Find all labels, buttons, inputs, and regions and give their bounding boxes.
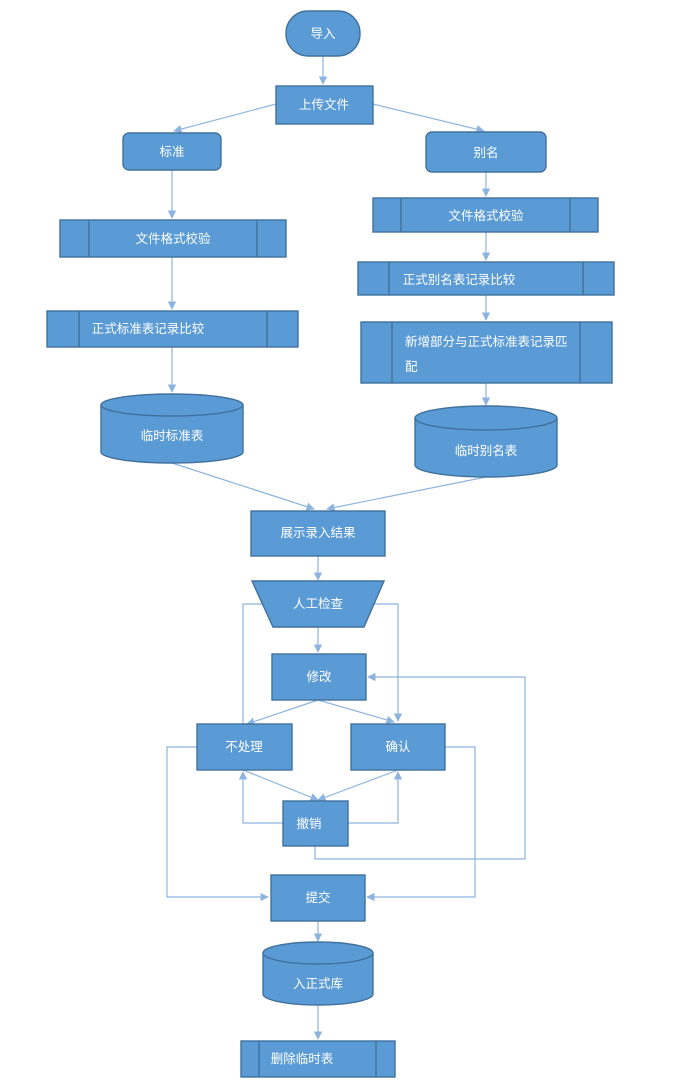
- node-alias-compare-label: 正式别名表记录比较: [403, 272, 516, 287]
- node-alias-match-label-line2: 配: [405, 359, 418, 374]
- edge-confirm-revoke: [317, 769, 399, 802]
- node-upload-label: 上传文件: [299, 97, 349, 112]
- node-manual-check[interactable]: 人工检查: [250, 580, 386, 628]
- edge-manual-noprocess: [238, 603, 262, 734]
- node-std-compare-label: 正式标准表记录比较: [92, 321, 205, 336]
- node-alias-format-check-label: 文件格式校验: [448, 208, 524, 223]
- node-std-compare[interactable]: 正式标准表记录比较: [46, 310, 299, 348]
- node-std-format-check-label: 文件格式校验: [135, 231, 211, 246]
- node-standard[interactable]: 标准: [122, 132, 222, 171]
- node-modify[interactable]: 修改: [271, 653, 367, 701]
- edge-modify-noprocess: [246, 699, 319, 726]
- edge-revoke-noprocess: [238, 771, 283, 824]
- node-modify-label: 修改: [306, 669, 332, 684]
- node-temp-alias[interactable]: 临时别名表: [414, 405, 558, 478]
- node-temp-standard-label: 临时标准表: [141, 428, 204, 443]
- node-no-process-label: 不处理: [225, 739, 263, 754]
- node-revoke-label: 撤销: [296, 816, 321, 831]
- edge-confirm-submit: [366, 746, 476, 902]
- edge-revoke-confirm: [348, 771, 403, 824]
- edge-manual-confirm: [374, 603, 403, 722]
- node-to-formal-label: 入正式库: [293, 976, 343, 991]
- node-alias-format-check[interactable]: 文件格式校验: [372, 197, 599, 233]
- edge-upload-alias: [372, 103, 485, 134]
- node-submit[interactable]: 提交: [270, 874, 366, 922]
- node-upload[interactable]: 上传文件: [275, 85, 374, 125]
- node-import-label: 导入: [310, 26, 336, 41]
- edge-modify-confirm: [317, 699, 395, 724]
- edge-tempstd-show: [171, 462, 315, 511]
- node-standard-label: 标准: [159, 144, 184, 159]
- node-manual-check-label: 人工检查: [293, 596, 344, 611]
- node-confirm[interactable]: 确认: [350, 723, 446, 771]
- node-to-formal[interactable]: 入正式库: [262, 941, 374, 1006]
- edge-upload-standard: [173, 103, 277, 134]
- node-revoke[interactable]: 撤销: [282, 800, 349, 847]
- node-show-result[interactable]: 展示录入结果: [250, 510, 386, 557]
- node-import[interactable]: 导入: [285, 10, 361, 57]
- node-alias-compare[interactable]: 正式别名表记录比较: [357, 261, 615, 296]
- node-confirm-label: 确认: [385, 739, 411, 754]
- node-std-format-check[interactable]: 文件格式校验: [59, 219, 287, 258]
- node-alias-label: 别名: [473, 145, 498, 160]
- node-alias-match[interactable]: 新增部分与正式标准表记录匹 配: [360, 321, 613, 384]
- node-temp-standard[interactable]: 临时标准表: [100, 393, 244, 464]
- node-temp-alias-label: 临时别名表: [455, 443, 518, 458]
- node-no-process[interactable]: 不处理: [196, 723, 293, 771]
- node-alias[interactable]: 别名: [425, 131, 547, 173]
- node-delete-temp-label: 删除临时表: [271, 1051, 334, 1066]
- connectors: [166, 56, 526, 1040]
- edge-noprocess-revoke: [242, 769, 319, 802]
- edge-revoke-modify-loop: [314, 672, 526, 860]
- node-delete-temp[interactable]: 删除临时表: [240, 1040, 396, 1078]
- node-submit-label: 提交: [305, 890, 330, 905]
- node-alias-match-label-line1: 新增部分与正式标准表记录匹: [405, 334, 568, 349]
- node-show-result-label: 展示录入结果: [280, 525, 356, 540]
- edge-noprocess-submit: [166, 746, 269, 902]
- edge-tempalias-show: [326, 476, 487, 512]
